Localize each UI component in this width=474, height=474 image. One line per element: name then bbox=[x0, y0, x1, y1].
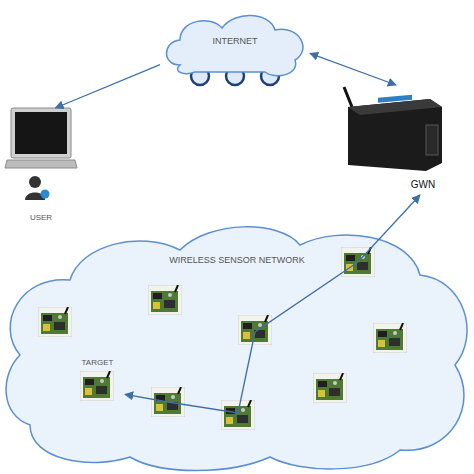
node-shape bbox=[5, 108, 77, 243]
node-shape bbox=[0, 205, 474, 470]
node-shape bbox=[330, 85, 450, 195]
sensor-board bbox=[148, 285, 182, 315]
connector-arrow bbox=[310, 53, 396, 85]
sensor-node: TARGET bbox=[70, 355, 125, 413]
connector-arrow bbox=[125, 195, 420, 413]
sensor-board bbox=[221, 400, 255, 430]
sensor-board bbox=[313, 373, 347, 403]
gateway-node: GWN bbox=[330, 85, 450, 195]
connector-arrow bbox=[55, 65, 160, 108]
node-label: WIRELESS SENSOR NETWORK bbox=[100, 255, 374, 266]
laptop-icon bbox=[5, 108, 77, 200]
sensor-board bbox=[373, 323, 407, 353]
user-laptop: USER bbox=[5, 108, 77, 243]
gateway-device bbox=[344, 87, 442, 171]
sensor-board bbox=[341, 247, 375, 277]
node-label: TARGET bbox=[70, 357, 125, 368]
sensor-board bbox=[80, 371, 114, 401]
node-label: USER bbox=[5, 212, 77, 223]
sensor-board bbox=[238, 315, 272, 345]
node-label: INTERNET bbox=[160, 36, 310, 47]
sensor-board bbox=[151, 387, 185, 417]
network-cloud: WIRELESS SENSOR NETWORK TARGET bbox=[0, 205, 474, 470]
sensor-board bbox=[38, 307, 72, 337]
node-label: GWN bbox=[398, 179, 448, 190]
cloud-node: INTERNET bbox=[160, 10, 310, 80]
cloud-outline bbox=[6, 227, 467, 471]
